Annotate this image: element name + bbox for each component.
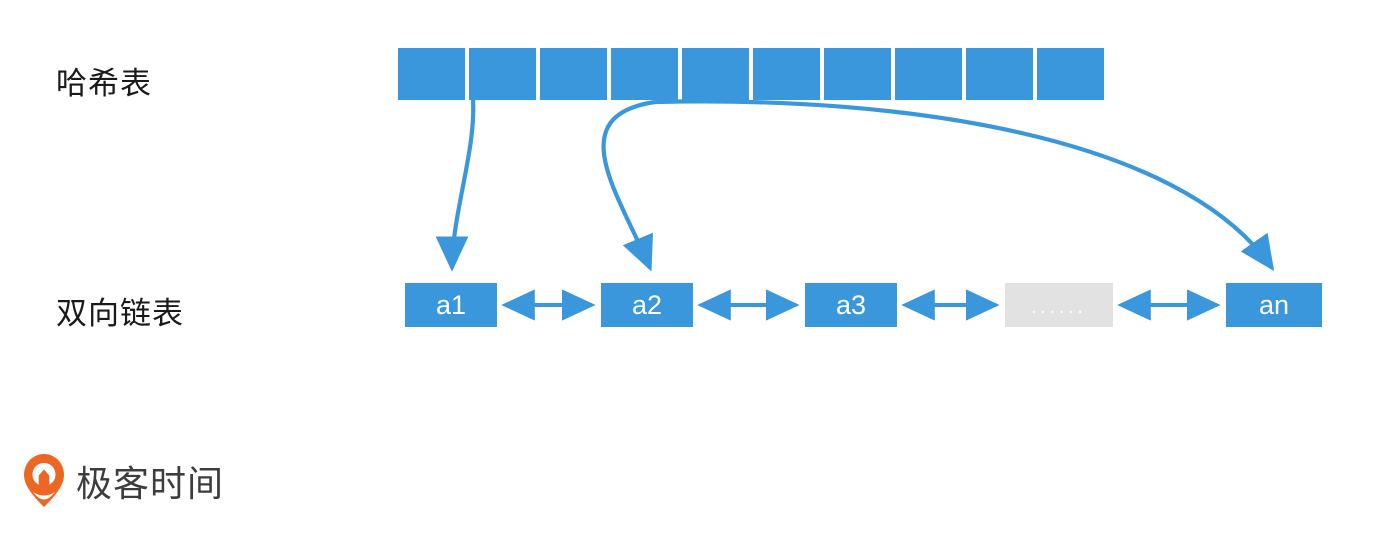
hash-cell[interactable] <box>682 48 749 100</box>
hash-cell[interactable] <box>895 48 962 100</box>
list-node-placeholder: ...... <box>1005 283 1113 327</box>
hash-cell[interactable] <box>469 48 536 100</box>
pointer-curve-cell2-to-a1 <box>435 99 476 272</box>
linked-list-label: 双向链表 <box>56 296 184 331</box>
hash-cell[interactable] <box>1037 48 1104 100</box>
pointer-curve-cell-to-a2 <box>601 99 656 272</box>
hash-cell[interactable] <box>611 48 678 100</box>
list-node-a2[interactable]: a2 <box>601 283 693 327</box>
hash-table-label: 哈希表 <box>56 66 152 101</box>
hash-cell[interactable] <box>540 48 607 100</box>
brand-logo: 极客时间 <box>22 452 224 510</box>
list-node-a3[interactable]: a3 <box>805 283 897 327</box>
list-node-an[interactable]: an <box>1226 283 1322 327</box>
hash-cell[interactable] <box>398 48 465 100</box>
hash-table <box>398 48 1104 100</box>
hash-cell[interactable] <box>966 48 1033 100</box>
list-node-a1[interactable]: a1 <box>405 283 497 327</box>
geektime-pin-icon <box>24 454 64 507</box>
brand-logo-text: 极客时间 <box>76 463 225 504</box>
pointer-curve-cell-to-an <box>654 99 1275 272</box>
hash-cell[interactable] <box>824 48 891 100</box>
hash-cell[interactable] <box>753 48 820 100</box>
